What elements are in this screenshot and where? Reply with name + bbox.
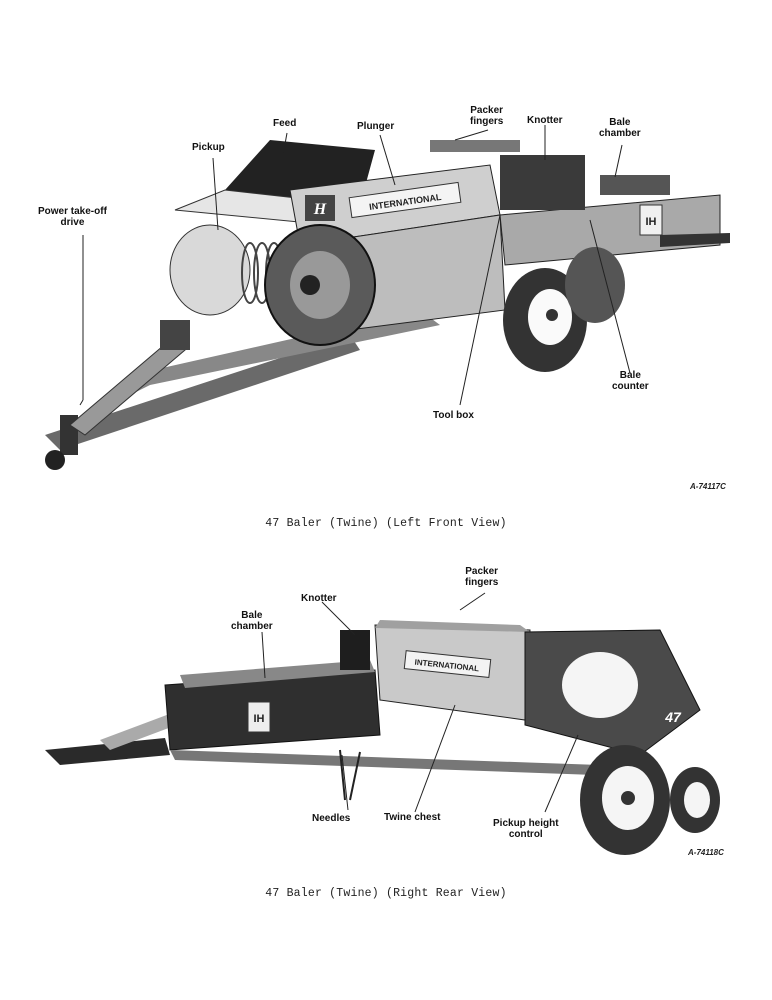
label-twine-chest: Twine chest xyxy=(384,812,441,823)
figure-caption-top: 47 Baler (Twine) (Left Front View) xyxy=(265,517,507,530)
label-feed: Feed xyxy=(273,118,297,129)
reference-code-rear: A-74118C xyxy=(688,848,724,857)
label-pickup: Pickup xyxy=(192,142,225,153)
label-tool-box: Tool box xyxy=(433,410,474,421)
figure-caption-bottom: 47 Baler (Twine) (Right Rear View) xyxy=(265,887,507,900)
baler-left-front-figure: INTERNATIONAL H IH xyxy=(0,95,772,495)
label-bale-chamber-rear: Bale chamber xyxy=(231,610,273,632)
reference-code: A-74117C xyxy=(690,482,726,491)
label-knotter: Knotter xyxy=(527,115,563,126)
baler-left-front-illustration: INTERNATIONAL H IH xyxy=(45,125,730,470)
svg-text:IH: IH xyxy=(254,713,265,725)
label-power-take-off-drive-text: Power take-off drive xyxy=(38,206,107,228)
baler-right-rear-illustration: IH INTERNATIONAL 47 xyxy=(45,592,720,855)
svg-text:H: H xyxy=(313,201,327,218)
baler-right-rear-figure: IH INTERNATIONAL 47 xyxy=(0,560,772,865)
label-needles: Needles xyxy=(312,813,351,824)
label-power-take-off-drive: Power take-off drive xyxy=(38,206,107,228)
svg-text:IH: IH xyxy=(646,216,657,228)
label-knotter-rear: Knotter xyxy=(301,593,337,604)
label-packer-fingers: Packer fingers xyxy=(470,105,504,127)
label-bale-chamber: Bale chamber xyxy=(599,117,641,139)
model-number: 47 xyxy=(664,709,682,725)
label-plunger: Plunger xyxy=(357,121,395,132)
label-pickup-height-control: Pickup height control xyxy=(493,818,559,840)
label-packer-fingers-rear: Packer fingers xyxy=(465,566,499,588)
label-bale-counter: Bale counter xyxy=(612,370,649,392)
